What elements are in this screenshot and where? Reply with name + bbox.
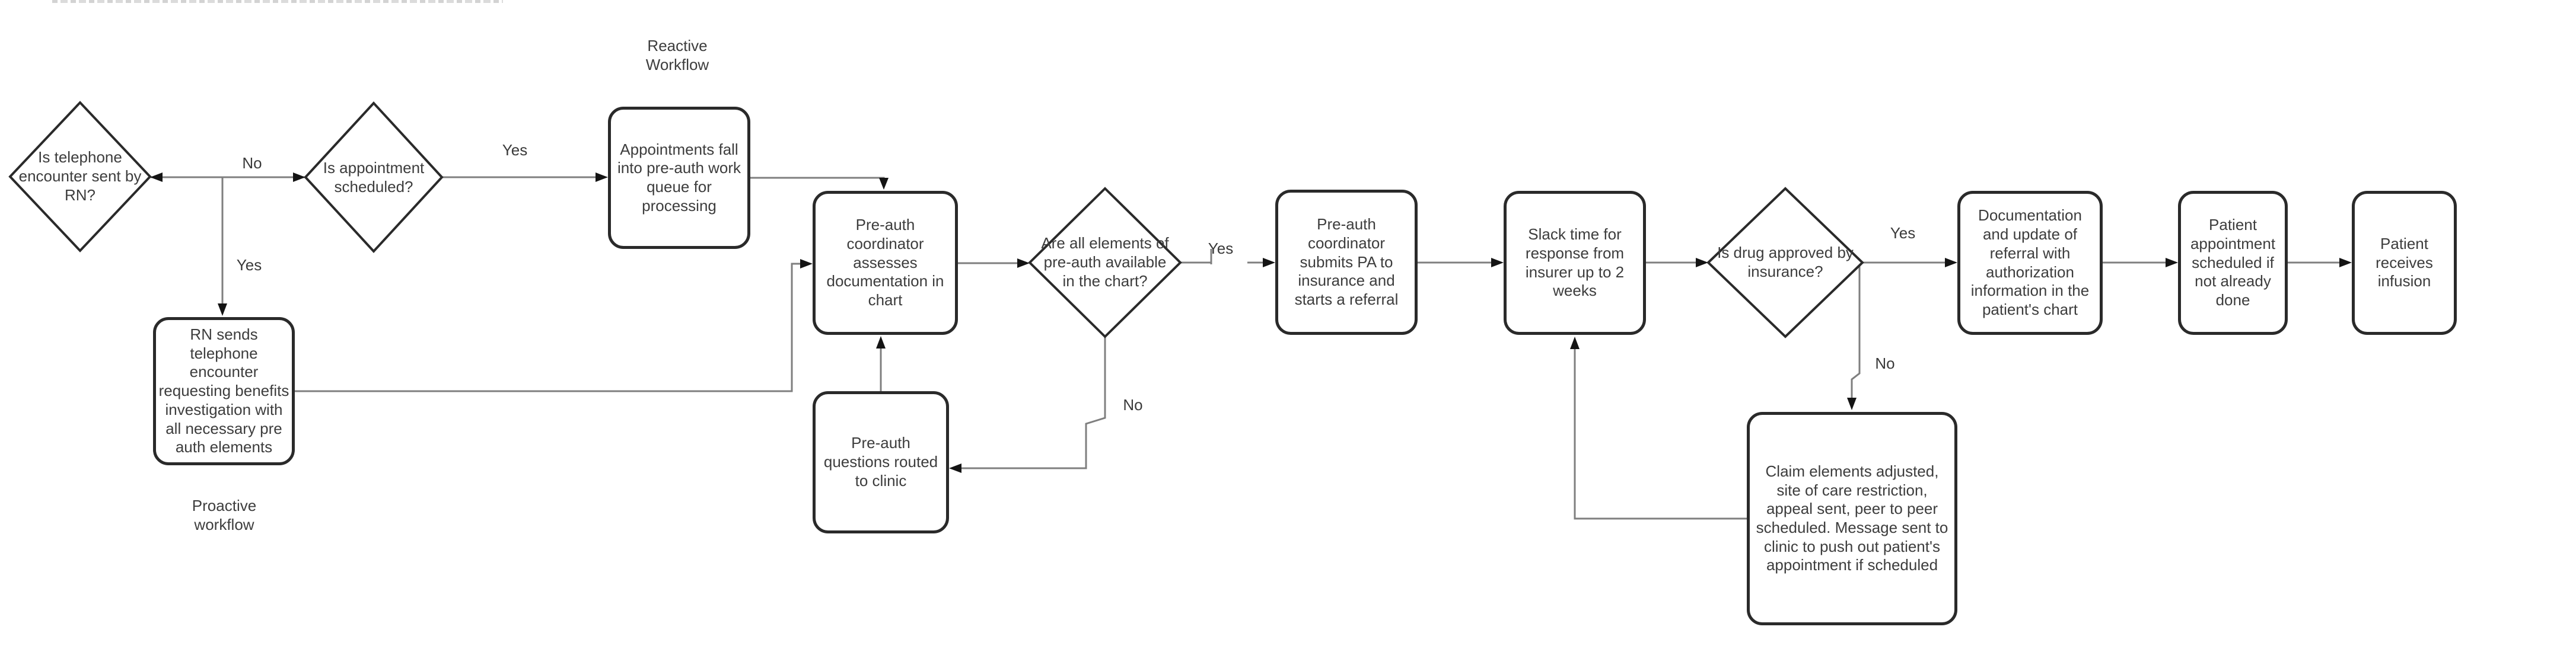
decision-elements-shape	[1028, 187, 1182, 338]
arrowhead	[1570, 337, 1580, 349]
process-label-text: Pre-auth coordinator submits PA to insur…	[1294, 215, 1399, 309]
decision-drug-label: Is drug approved by insurance?	[1708, 242, 1862, 283]
process-label-text: Pre-auth questions routed to clinic	[823, 434, 938, 490]
edge-label-no-telephone: No	[242, 154, 262, 172]
decision-label-text: Is drug approved by insurance?	[1717, 244, 1854, 280]
process-questions-routed: Pre-auth questions routed to clinic	[813, 391, 949, 533]
arrowhead	[596, 172, 608, 182]
decision-appointment-label: Is appointment scheduled?	[304, 154, 444, 202]
arrowhead	[1263, 258, 1275, 267]
arrowhead	[879, 178, 889, 190]
process-documentation-update: Documentation and update of referral wit…	[1957, 191, 2103, 335]
arrowhead	[949, 463, 961, 473]
decision-drug-shape	[1706, 187, 1864, 338]
decision-appointment-shape	[304, 101, 444, 253]
edge-label-yes-telephone: Yes	[236, 256, 262, 274]
edge-no-elements	[951, 337, 1106, 469]
decision-telephone-label: Is telephone encounter sent by RN?	[0, 141, 166, 212]
process-slack-time: Slack time for response from insurer up …	[1504, 191, 1646, 335]
arrowhead	[1017, 258, 1030, 268]
process-appointments-queue: Appointments fall into pre-auth work que…	[608, 107, 750, 249]
arrowhead	[1945, 258, 1957, 267]
process-label-text: Patient receives infusion	[2376, 234, 2433, 290]
process-label-text: Documentation and update of referral wit…	[1970, 206, 2090, 318]
annotation-reactive-workflow: Reactive Workflow	[645, 37, 709, 73]
process-label-text: Slack time for response from insurer up …	[1525, 225, 1625, 300]
edge-label-yes-drug: Yes	[1890, 224, 1916, 242]
arrowhead	[800, 259, 813, 268]
process-label-text: RN sends telephone encounter requesting …	[158, 325, 289, 456]
decision-label-text: Is appointment scheduled?	[323, 159, 425, 196]
process-appointment-scheduled: Patient appointment scheduled if not alr…	[2178, 191, 2288, 335]
decision-elements-label: Are all elements of pre-auth available i…	[1031, 224, 1179, 301]
edge-label-yes-appointment: Yes	[502, 141, 528, 159]
edge-queue-to-assess	[750, 177, 885, 180]
arrowhead	[150, 172, 163, 182]
process-claim-adjusted: Claim elements adjusted, site of care re…	[1747, 412, 1957, 625]
annotation-proactive-workflow: Proactive workflow	[192, 497, 257, 533]
cropped-caption-artifact	[52, 0, 503, 3]
arrowhead	[1491, 258, 1504, 267]
process-receives-infusion: Patient receives infusion	[2352, 191, 2457, 335]
edge-label-no-elements: No	[1123, 396, 1143, 414]
arrowhead	[218, 303, 227, 316]
arrowhead	[876, 336, 886, 349]
edge-rn-to-assess	[295, 263, 810, 392]
edge-label-no-drug: No	[1875, 354, 1895, 372]
edge-label-yes-elements: Yes	[1208, 239, 1234, 257]
edge-claim-to-slack	[1574, 340, 1747, 520]
process-label-text: Pre-auth coordinator assesses documentat…	[826, 216, 944, 309]
process-label-text: Appointments fall into pre-auth work que…	[617, 140, 741, 215]
arrowhead	[2339, 258, 2352, 267]
decision-telephone-shape	[8, 101, 152, 252]
edge-no-drug	[1851, 264, 1861, 399]
arrowhead	[1696, 258, 1708, 267]
process-label-text: Patient appointment scheduled if not alr…	[2190, 216, 2276, 309]
process-label-text: Claim elements adjusted, site of care re…	[1756, 462, 1948, 574]
arrowhead	[293, 172, 305, 182]
arrowhead	[2166, 258, 2178, 267]
decision-label-text: Is telephone encounter sent by RN?	[18, 148, 142, 204]
process-submits-pa: Pre-auth coordinator submits PA to insur…	[1275, 190, 1418, 335]
process-rn-sends: RN sends telephone encounter requesting …	[153, 317, 295, 465]
arrowhead	[1847, 398, 1857, 410]
decision-label-text: Are all elements of pre-auth available i…	[1041, 234, 1169, 290]
process-assess-documentation: Pre-auth coordinator assesses documentat…	[813, 191, 958, 335]
